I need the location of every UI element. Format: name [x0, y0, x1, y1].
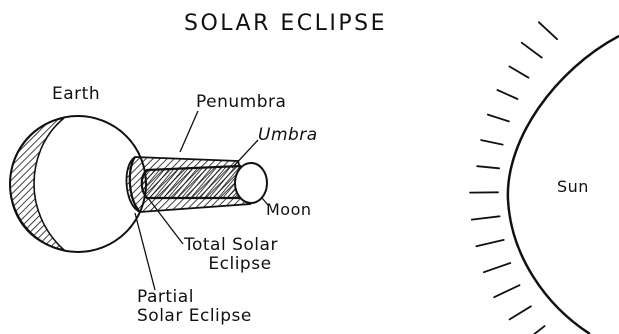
sun-ray — [488, 115, 509, 122]
sun-ray — [472, 216, 500, 219]
sun-ray — [525, 326, 545, 334]
sun-ray — [476, 240, 503, 246]
sun-ray — [481, 140, 503, 145]
sun-ray — [522, 43, 542, 58]
sun-rays — [470, 22, 557, 334]
diagram-title: SOLAR ECLIPSE — [184, 14, 387, 33]
umbra-cone — [142, 166, 245, 198]
sun — [470, 22, 619, 334]
sun-ray — [510, 306, 531, 319]
partial-solar-eclipse-line-2: Solar Eclipse — [137, 307, 252, 326]
moon-label: Moon — [266, 200, 312, 219]
earth-label: Earth — [52, 85, 100, 104]
sun-ray — [510, 67, 529, 78]
earth — [10, 116, 146, 252]
partial-eclipse-leader — [135, 213, 155, 290]
total-solar-eclipse-line-1: Total Solar — [184, 236, 278, 255]
sun-ray — [539, 22, 557, 39]
penumbra-leader — [180, 111, 198, 152]
partial-solar-eclipse-line-1: Partial — [137, 288, 252, 307]
partial-solar-eclipse-label: Partial Solar Eclipse — [137, 288, 252, 326]
sun-ray — [497, 90, 517, 99]
sun-ray — [494, 285, 519, 297]
umbra-label: Umbra — [258, 126, 318, 145]
total-solar-eclipse-line-2: Eclipse — [184, 255, 278, 274]
penumbra-label: Penumbra — [196, 93, 286, 112]
total-solar-eclipse-label: Total Solar Eclipse — [184, 236, 278, 274]
moon — [235, 163, 267, 203]
sun-ray — [484, 263, 510, 272]
sun-ray — [477, 166, 499, 168]
sun-label: Sun — [557, 177, 589, 196]
